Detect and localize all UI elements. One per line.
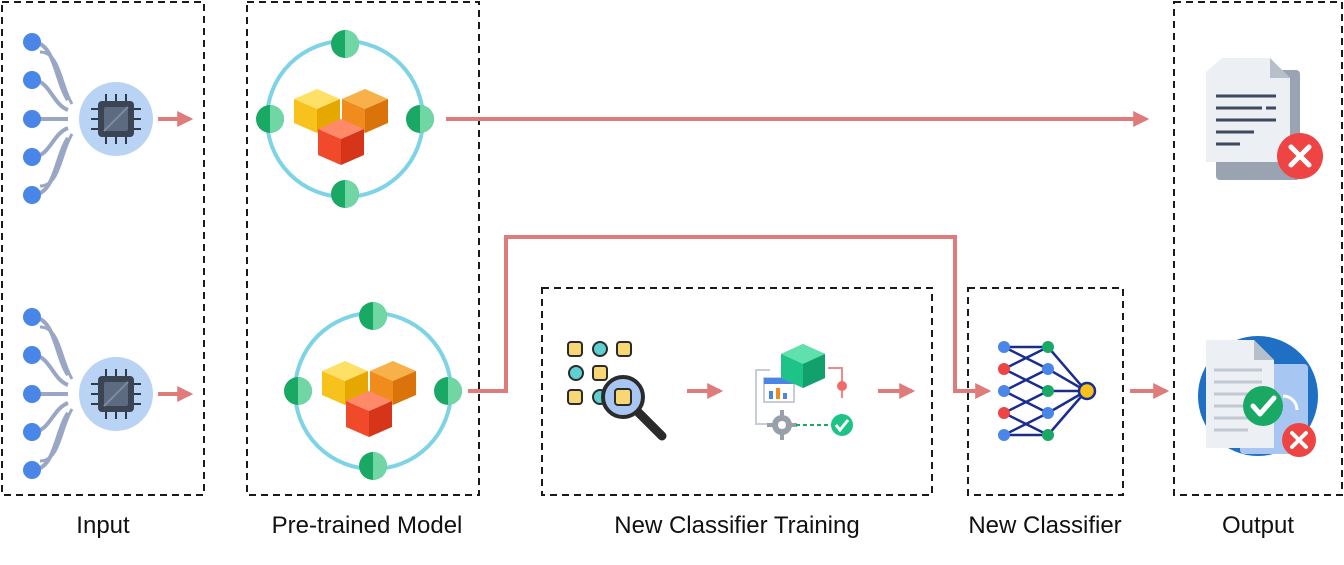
output-label: Output (1221, 512, 1295, 539)
pretrained-model-box (246, 1, 480, 496)
pretrained-cubes-icon (282, 300, 464, 482)
input-label: Input (76, 512, 130, 539)
new-classifier-label: New Classifier (968, 512, 1122, 539)
neural-input-chip-icon (21, 31, 155, 206)
pretrained-model-label: Pre-trained Model (271, 512, 463, 539)
neural-input-chip-icon (21, 306, 155, 481)
data-search-icon (567, 341, 667, 441)
document-verified-icon (1198, 336, 1318, 457)
input-box (1, 1, 205, 496)
training-process-icon (755, 344, 853, 440)
pretrained-cubes-icon (254, 28, 436, 210)
classifier-training-label: New Classifier Training (614, 512, 860, 539)
output-box (1173, 1, 1343, 496)
new-classifier-box (967, 287, 1124, 496)
classifier-training-box (541, 287, 933, 496)
arrow-model-to-classifier (468, 235, 992, 399)
document-rejected-icon (1206, 58, 1323, 180)
neural-network-icon (998, 341, 1097, 441)
